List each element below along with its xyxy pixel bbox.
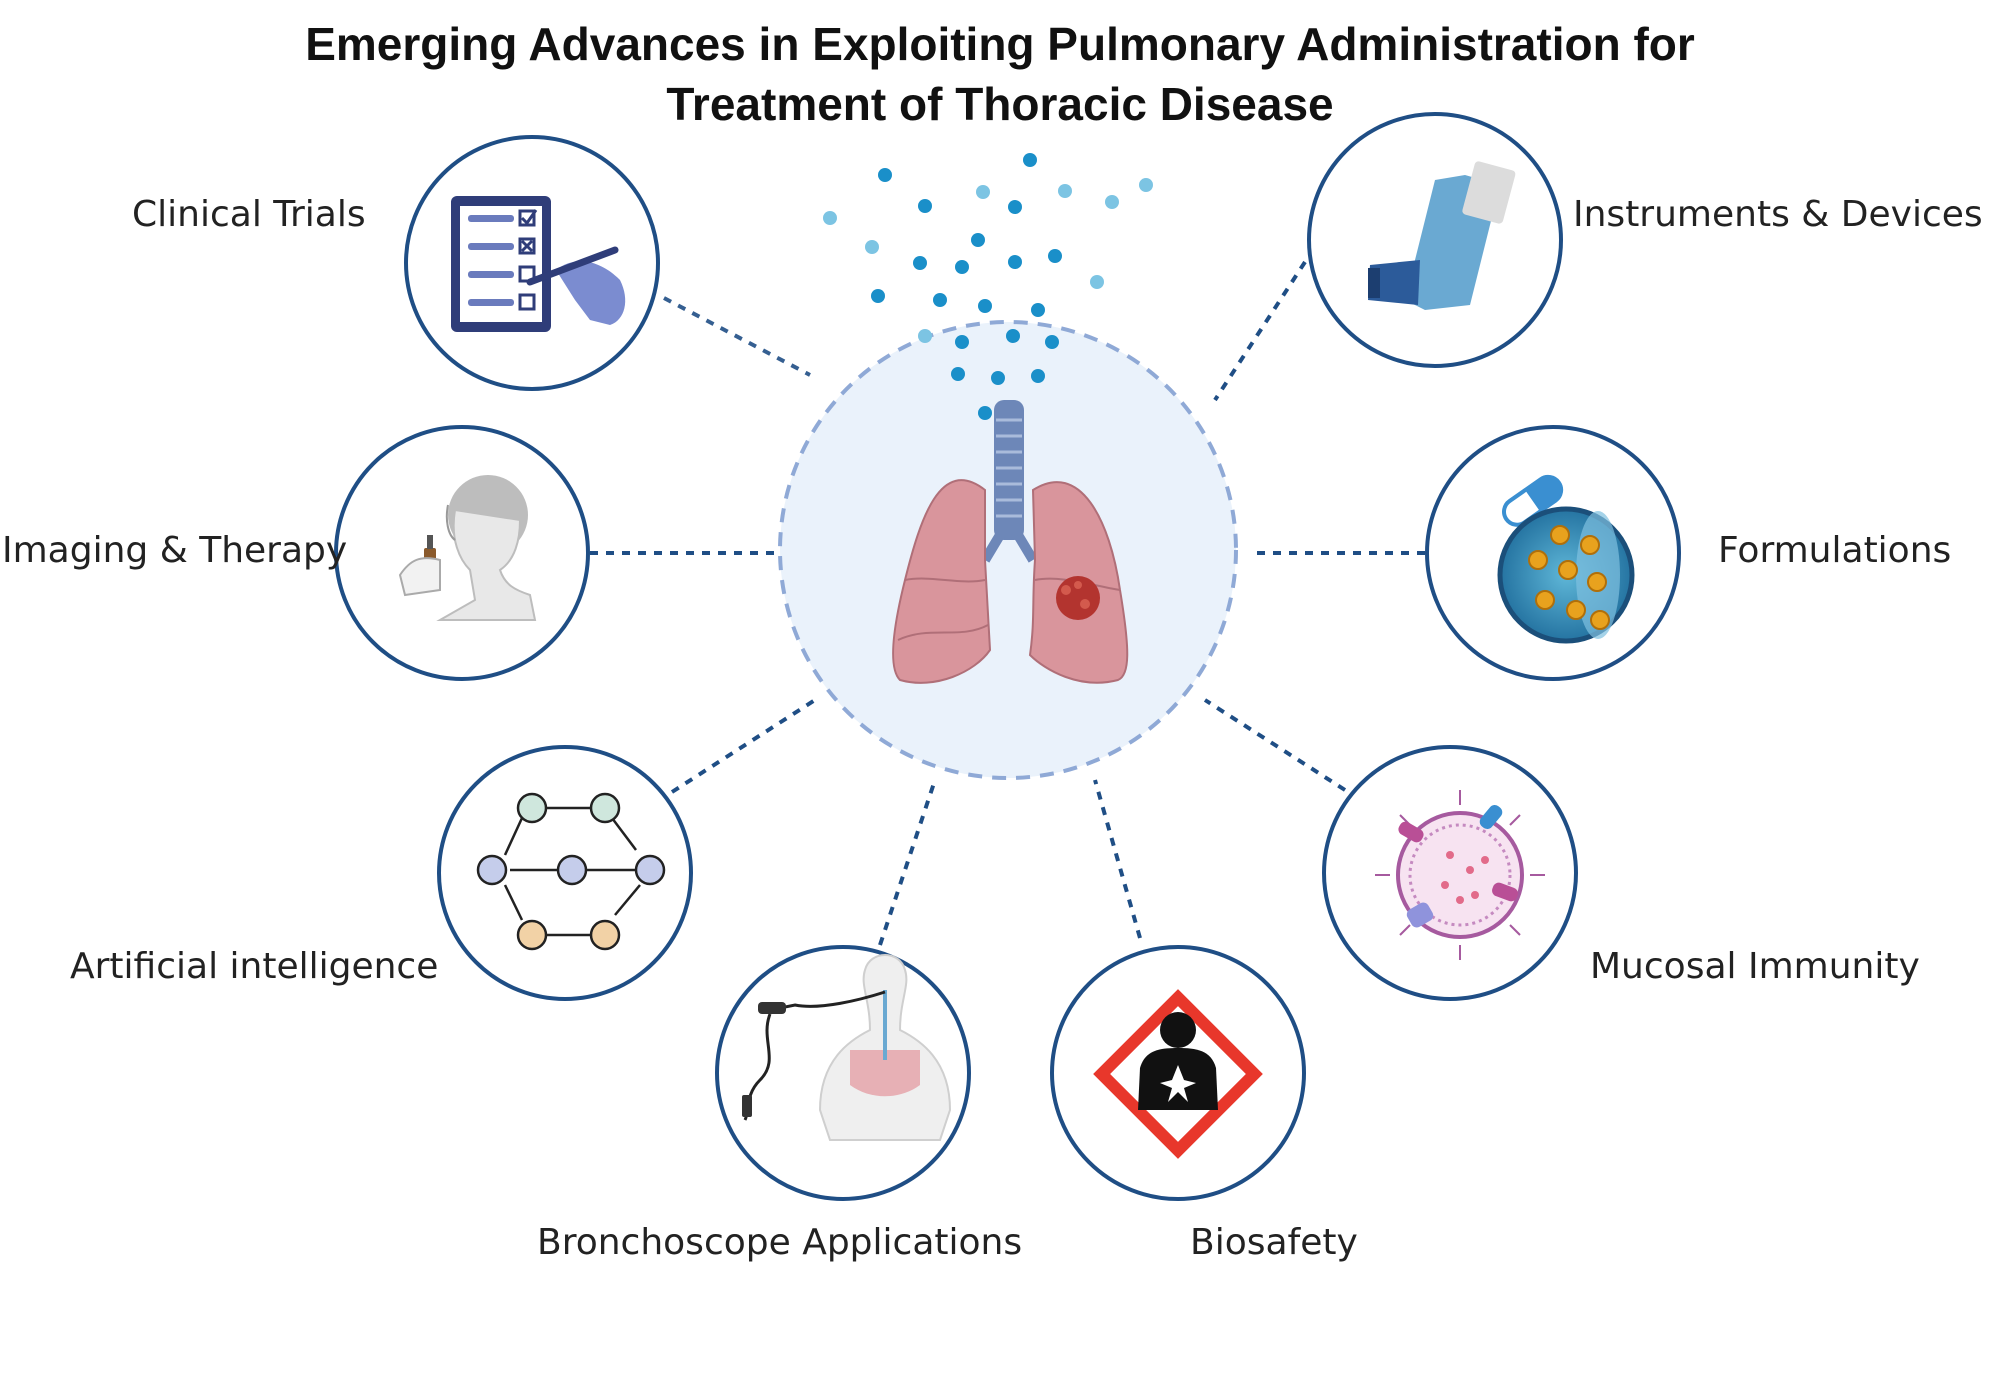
network-graph-icon — [476, 792, 666, 951]
center-hub — [778, 320, 1238, 780]
connector-biosafety — [1093, 779, 1142, 939]
diagram-title: Emerging Advances in Exploiting Pulmonar… — [0, 14, 2000, 134]
label-clinical-trials: Clinical Trials — [132, 194, 366, 235]
label-imaging-therapy: Imaging & Therapy — [2, 530, 348, 571]
nasal-spray-person-icon — [398, 475, 537, 621]
bronchoscope-torso-icon — [742, 954, 952, 1141]
connector-clinical-trials — [663, 296, 811, 377]
capsule-nanoparticle-icon — [1497, 474, 1635, 644]
label-artificial-intelligence: Artificial intelligence — [70, 946, 439, 987]
label-mucosal-immunity: Mucosal Immunity — [1590, 946, 1920, 987]
connector-artificial-intelligence — [670, 698, 817, 794]
health-hazard-icon — [1093, 989, 1263, 1159]
connector-mucosal-immunity — [1203, 698, 1347, 792]
label-biosafety: Biosafety — [1190, 1222, 1358, 1263]
center-circle — [778, 320, 1238, 780]
title-line-2: Treatment of Thoracic Disease — [666, 78, 1334, 130]
title-line-1: Emerging Advances in Exploiting Pulmonar… — [305, 18, 1695, 70]
virus-particle-icon — [1375, 790, 1545, 960]
inhaler-icon — [1368, 161, 1516, 310]
label-formulations: Formulations — [1718, 530, 1952, 571]
checklist-hand-icon — [451, 196, 626, 332]
lungs-icon — [892, 400, 1129, 684]
label-instruments-devices: Instruments & Devices — [1573, 194, 1983, 235]
connector-bronchoscope-applications — [878, 779, 937, 946]
connector-instruments-devices — [1213, 260, 1307, 402]
connectors — [590, 260, 1425, 946]
label-bronchoscope-applications: Bronchoscope Applications — [537, 1222, 1023, 1263]
